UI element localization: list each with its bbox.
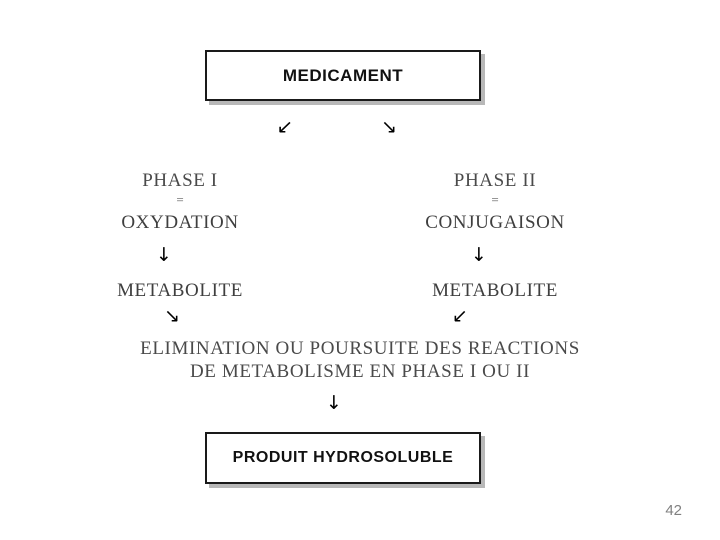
arrow-down-icon-final: ↓ (326, 392, 342, 414)
medicament-box: MEDICAMENT (205, 50, 481, 101)
phase-2-separator: = (491, 192, 499, 207)
phase-2-title: PHASE II (453, 170, 537, 191)
phase-2-metabolite: METABOLITE (432, 280, 558, 301)
arrow-down-right-icon-merge-left: ↘ (164, 305, 180, 327)
arrow-down-icon-phase-1: ↓ (156, 244, 172, 266)
elimination-text-line-2: DE METABOLISME EN PHASE I OU II (189, 361, 531, 382)
arrow-down-left-icon-merge-right: ↙ (452, 305, 468, 327)
arrow-down-icon-phase-2: ↓ (471, 244, 487, 266)
phase-1-separator: = (176, 192, 184, 207)
elimination-text-line-1: ELIMINATION OU POURSUITE DES REACTIONS (140, 338, 580, 359)
produit-hydrosoluble-box: PRODUIT HYDROSOLUBLE (205, 432, 481, 484)
phase-1-metabolite: METABOLITE (117, 280, 243, 301)
phase-1-reaction: OXYDATION (121, 212, 239, 233)
arrow-down-right-icon: ↘ (381, 116, 397, 138)
page-number: 42 (665, 502, 682, 519)
phase-1-title: PHASE I (142, 170, 218, 191)
phase-2-reaction: CONJUGAISON (425, 212, 565, 233)
arrow-down-left-icon: ↙ (276, 116, 294, 138)
